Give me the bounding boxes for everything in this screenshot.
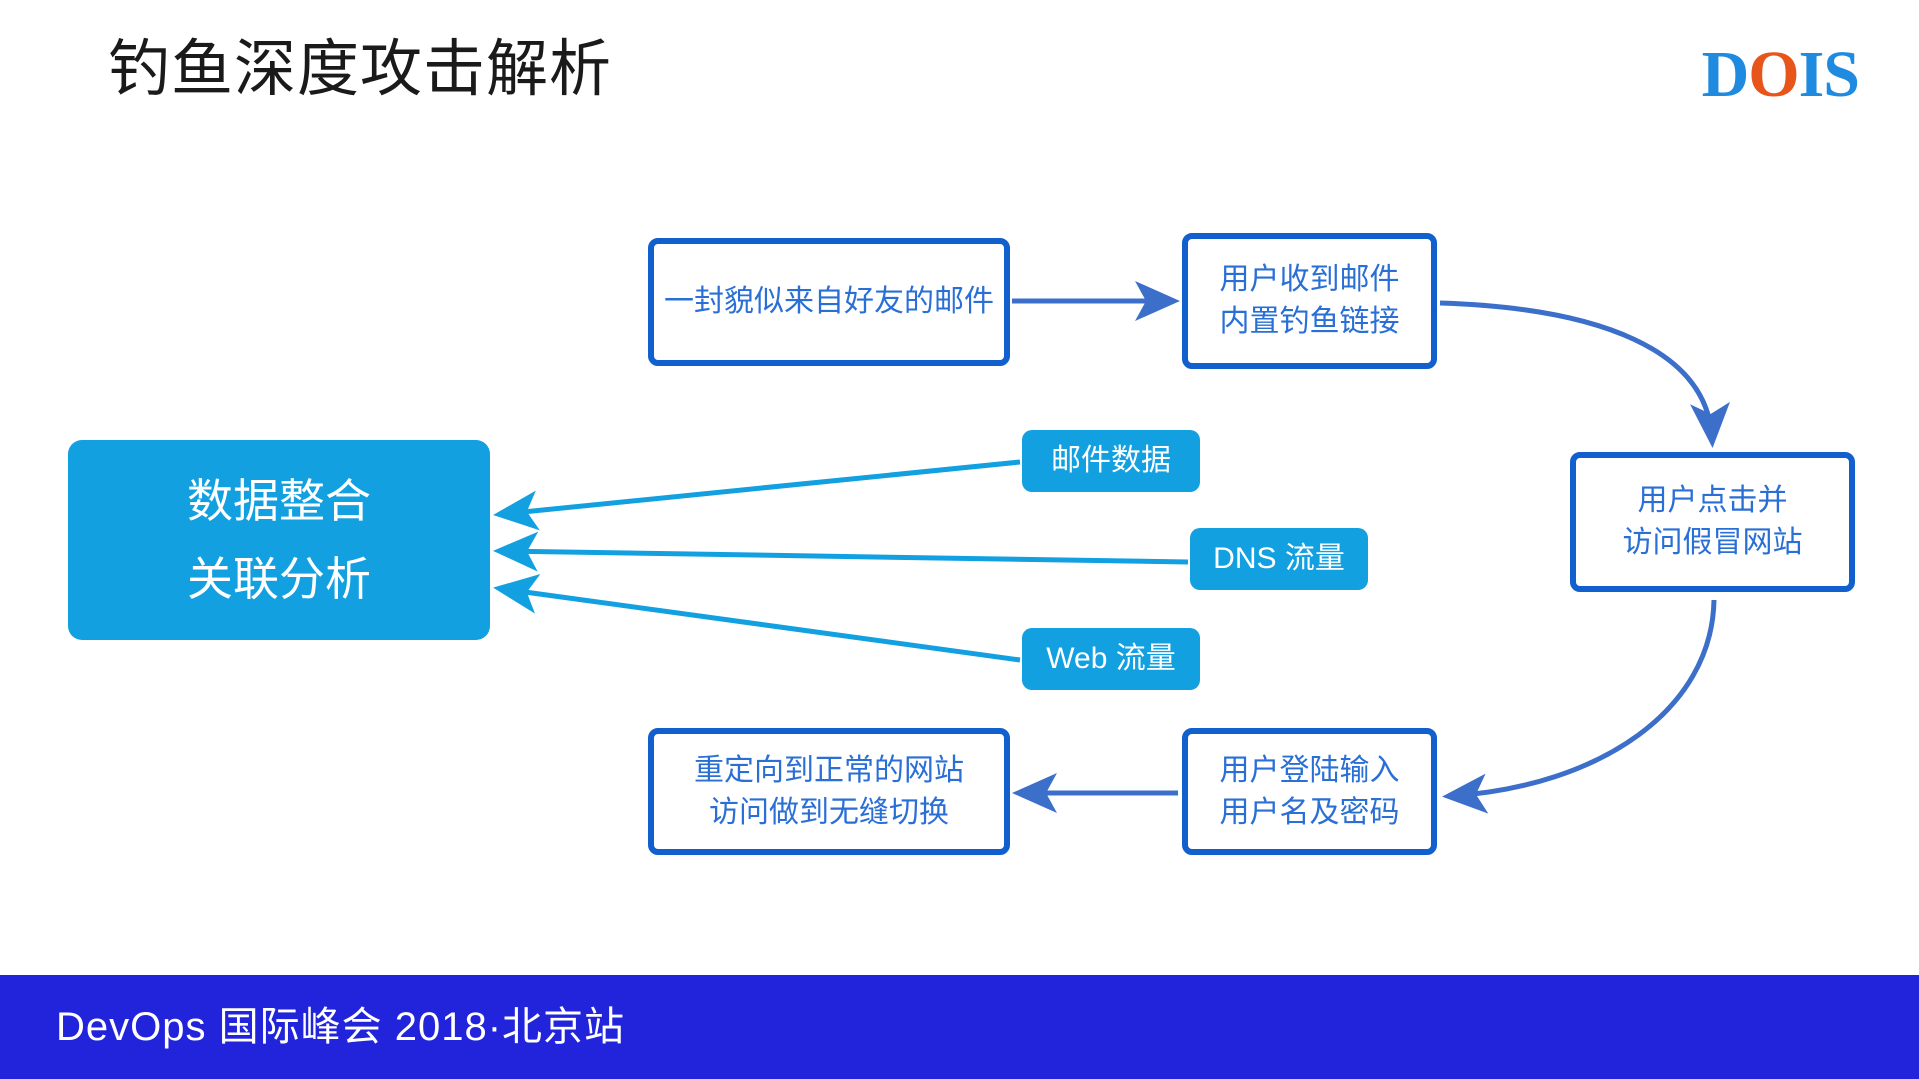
node-redirect-legit-site-line-1: 重定向到正常的网站 [694, 753, 964, 787]
edge-mail-data-to-hub [493, 459, 1021, 531]
edge-email-recv-to-click-fake [1439, 300, 1730, 448]
node-redirect-legit-site-line-2: 访问做到无缝切换 [709, 795, 949, 829]
node-email-lure[interactable]: 一封貌似来自好友的邮件 [648, 238, 1010, 366]
edge-dns-traffic-to-hub [493, 531, 1189, 572]
node-redirect-legit-site[interactable]: 重定向到正常的网站 访问做到无缝切换 [648, 728, 1010, 855]
node-data-integration-hub-line-2: 关联分析 [187, 553, 371, 605]
node-click-fake-site-line-1: 用户点击并 [1637, 484, 1788, 517]
dois-logo: DOIS [1701, 38, 1860, 111]
node-mail-data-label: 邮件数据 [1051, 444, 1171, 477]
edge-click-fake-to-login-creds [1442, 599, 1717, 814]
node-email-lure-line-1: 一封貌似来自好友的邮件 [664, 285, 994, 318]
node-dns-traffic[interactable]: DNS 流量 [1190, 528, 1368, 590]
node-login-credentials-line-1: 用户登陆输入 [1219, 753, 1400, 787]
page-title: 钓鱼深度攻击解析 [108, 35, 613, 104]
node-login-credentials-line-2: 用户名及密码 [1219, 795, 1400, 829]
node-dns-traffic-label: DNS 流量 [1213, 542, 1345, 575]
logo-letter-d: D [1701, 38, 1750, 111]
node-click-fake-site[interactable]: 用户点击并 访问假冒网站 [1570, 452, 1855, 592]
node-email-received[interactable]: 用户收到邮件 内置钓鱼链接 [1182, 233, 1437, 369]
node-mail-data[interactable]: 邮件数据 [1022, 430, 1200, 492]
node-click-fake-site-line-2: 访问假冒网站 [1622, 526, 1803, 559]
node-email-received-line-1: 用户收到邮件 [1219, 263, 1400, 296]
logo-letter-o: O [1748, 38, 1799, 111]
edge-web-traffic-to-hub [493, 573, 1021, 663]
node-data-integration-hub-line-1: 数据整合 [187, 475, 371, 527]
footer-event-label: DevOps 国际峰会 2018·北京站 [56, 1005, 626, 1049]
logo-letters-is: IS [1798, 38, 1860, 111]
node-web-traffic-label: Web 流量 [1046, 642, 1176, 675]
node-email-received-line-2: 内置钓鱼链接 [1219, 305, 1400, 338]
node-data-integration-hub[interactable]: 数据整合 关联分析 [68, 440, 490, 640]
footer-bar [0, 975, 1919, 1079]
node-login-credentials[interactable]: 用户登陆输入 用户名及密码 [1182, 728, 1437, 855]
node-web-traffic[interactable]: Web 流量 [1022, 628, 1200, 690]
